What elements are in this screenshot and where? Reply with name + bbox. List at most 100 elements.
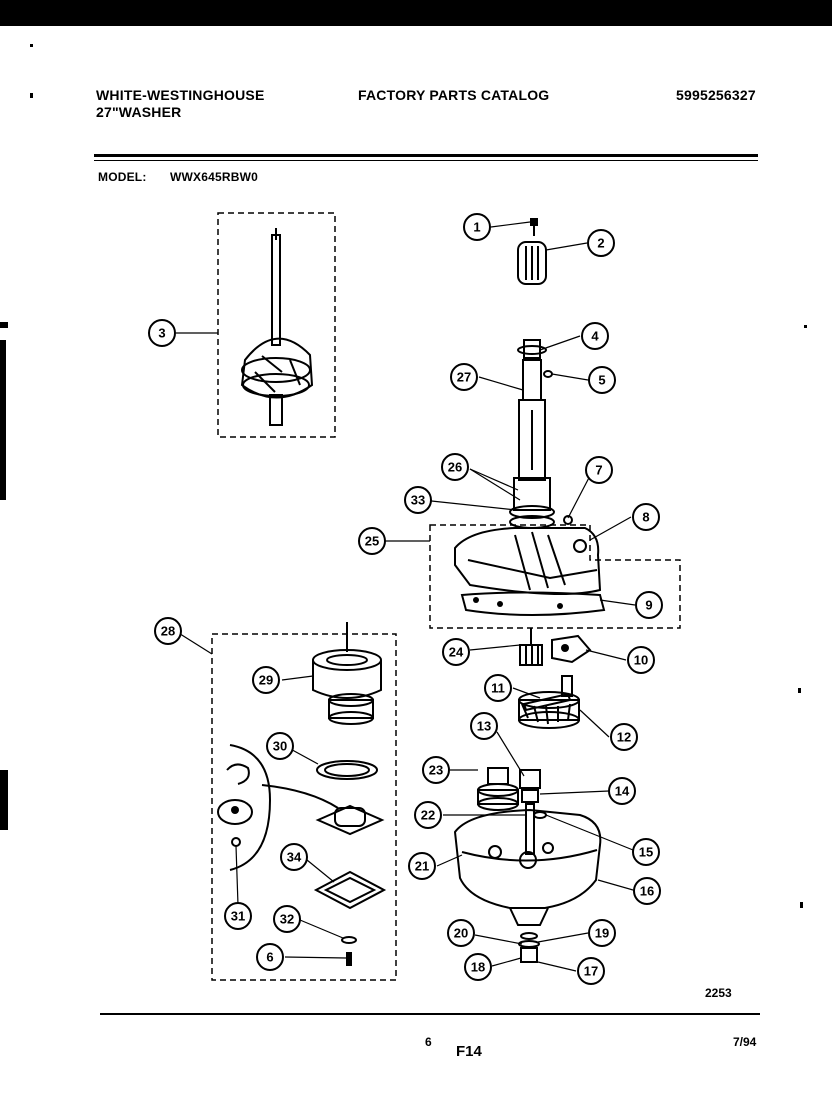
callout-circle	[273, 905, 301, 933]
group-box-gearcase-cover	[429, 524, 681, 629]
callout-5: 5	[588, 366, 616, 394]
drive-gear-drawing	[518, 691, 580, 729]
callout-number: 16	[640, 884, 654, 899]
callout-number: 23	[429, 763, 443, 778]
callout-circle	[585, 456, 613, 484]
edge-mark	[0, 322, 8, 328]
callout-8: 8	[632, 503, 660, 531]
cap-drawing	[517, 241, 547, 285]
callout-circle	[404, 486, 432, 514]
callout-27: 27	[450, 363, 478, 391]
callout-number: 31	[231, 909, 245, 924]
agitator-shaft-drawing	[509, 339, 555, 529]
callout-number: 7	[595, 463, 602, 478]
callout-number: 17	[584, 964, 598, 979]
callout-number: 26	[448, 460, 462, 475]
callout-number: 18	[471, 960, 485, 975]
edge-dot	[800, 902, 803, 908]
callout-26: 26	[441, 453, 469, 481]
callout-28: 28	[154, 617, 182, 645]
callout-34: 34	[280, 843, 308, 871]
callout-12: 12	[610, 723, 638, 751]
callout-circle	[280, 843, 308, 871]
callout-circle	[484, 674, 512, 702]
edge-dot	[30, 44, 33, 47]
callout-number: 27	[457, 370, 471, 385]
callout-number: 1	[473, 220, 480, 235]
callout-10: 10	[627, 646, 655, 674]
callout-circle	[414, 801, 442, 829]
callout-1: 1	[463, 213, 491, 241]
callout-18: 18	[464, 953, 492, 981]
callout-16: 16	[633, 877, 661, 905]
callout-circle	[608, 777, 636, 805]
callout-circle	[463, 213, 491, 241]
catalog-number: 5995256327	[676, 87, 756, 103]
figure-code: 2253	[705, 986, 732, 1000]
callout-29: 29	[252, 666, 280, 694]
callout-circle	[632, 503, 660, 531]
edge-dot	[30, 93, 33, 98]
callout-number: 28	[161, 624, 175, 639]
callout-circle	[610, 723, 638, 751]
callout-circle	[154, 617, 182, 645]
callout-circle	[588, 366, 616, 394]
screw-drawing	[530, 218, 538, 236]
idler-gear-drawing	[477, 767, 519, 811]
callout-circle	[408, 852, 436, 880]
header-rule-thick	[94, 154, 758, 157]
callout-number: 3	[158, 326, 165, 341]
callout-23: 23	[422, 756, 450, 784]
leader-lines	[176, 221, 636, 972]
callout-circle	[632, 838, 660, 866]
callout-15: 15	[632, 838, 660, 866]
callout-circle	[587, 229, 615, 257]
callout-circle	[358, 527, 386, 555]
callout-circle	[256, 943, 284, 971]
callout-number: 13	[477, 719, 491, 734]
callout-circle	[627, 646, 655, 674]
top-black-bar	[0, 0, 832, 26]
callout-number: 15	[639, 845, 653, 860]
callout-number: 9	[645, 598, 652, 613]
group-box-seal-kit	[211, 633, 397, 981]
callout-13: 13	[470, 712, 498, 740]
callout-circle	[148, 319, 176, 347]
edge-bar	[0, 340, 6, 500]
callout-circle	[224, 902, 252, 930]
callout-circle	[442, 638, 470, 666]
edge-dot	[804, 325, 807, 328]
transmission-assembly-drawing	[240, 228, 314, 426]
callout-number: 22	[421, 808, 435, 823]
callout-circle	[577, 957, 605, 985]
callout-25: 25	[358, 527, 386, 555]
callout-circle	[588, 919, 616, 947]
callout-number: 20	[454, 926, 468, 941]
page-number: 6	[425, 1035, 432, 1049]
callout-3: 3	[148, 319, 176, 347]
callout-circle	[635, 591, 663, 619]
callout-number: 24	[449, 645, 464, 660]
callout-circle	[450, 363, 478, 391]
catalog-title: FACTORY PARTS CATALOG	[358, 87, 550, 103]
callout-32: 32	[273, 905, 301, 933]
callout-circle	[441, 453, 469, 481]
callout-30: 30	[266, 732, 294, 760]
callout-31: 31	[224, 902, 252, 930]
callout-number: 33	[411, 493, 425, 508]
callout-number: 5	[598, 373, 605, 388]
callout-circle	[581, 322, 609, 350]
callout-number: 32	[280, 912, 294, 927]
callout-4: 4	[581, 322, 609, 350]
callout-circle	[447, 919, 475, 947]
brand-line-2: 27"WASHER	[96, 104, 182, 120]
gearcase-cover-drawing	[454, 515, 606, 616]
gearcase-drawing	[453, 808, 602, 926]
callout-circle	[422, 756, 450, 784]
callout-number: 2	[597, 236, 604, 251]
callout-24: 24	[442, 638, 470, 666]
shifter-drawing	[551, 634, 592, 664]
group-box-transmission-assy	[217, 212, 336, 438]
callout-6: 6	[256, 943, 284, 971]
